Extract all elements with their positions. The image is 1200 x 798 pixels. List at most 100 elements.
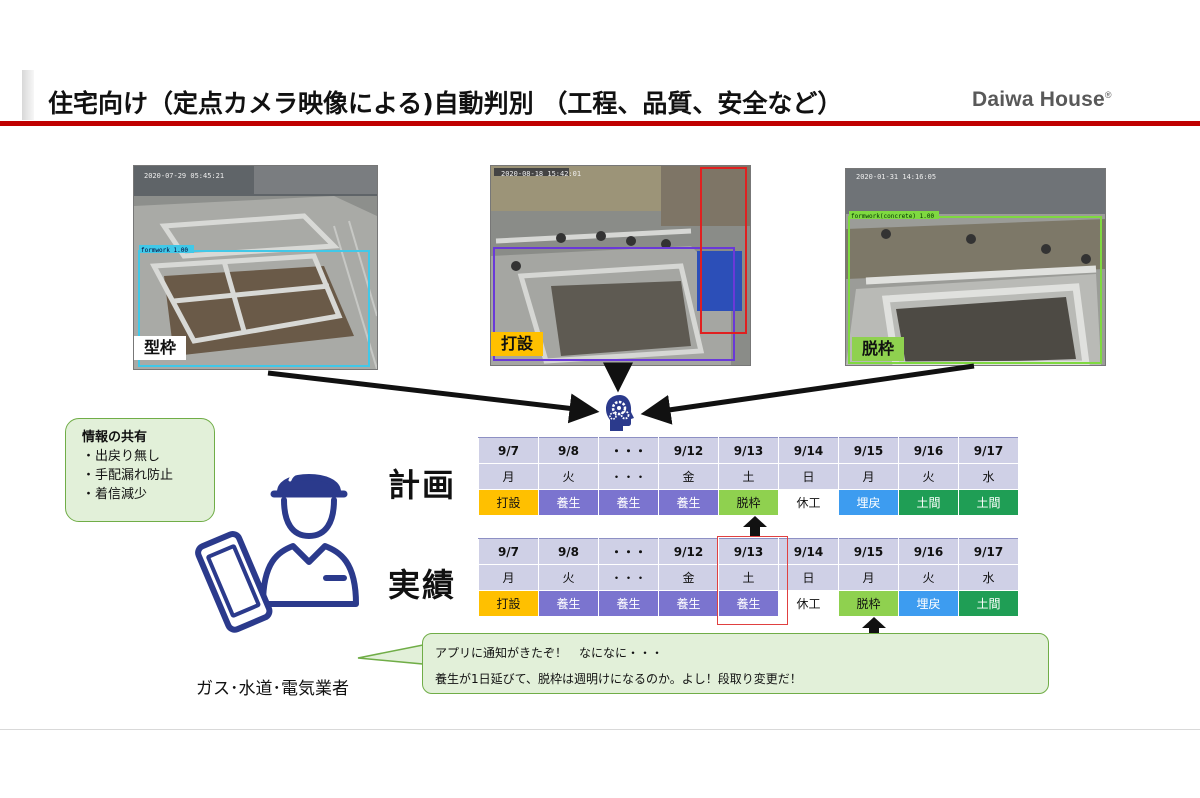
slide-title: 住宅向け（定点カメラ映像による)自動判別 （工程、品質、安全など） xyxy=(48,89,843,118)
weekday-cell: 火 xyxy=(538,564,599,591)
stage-cell: 休工 xyxy=(778,489,839,516)
date-cell: 9/14 xyxy=(778,437,839,464)
date-cell: 9/8 xyxy=(538,538,599,565)
delay-highlight-frame xyxy=(717,536,788,625)
timestamp-formwork: 2020-07-29 05:45:21 xyxy=(144,172,224,180)
stage-cell: 養生 xyxy=(598,489,659,516)
weekday-cell: 金 xyxy=(658,463,719,490)
stage-cell: 土間 xyxy=(958,489,1019,516)
registered-mark: ® xyxy=(1104,90,1112,100)
date-cell: 9/15 xyxy=(838,437,899,464)
brain-gear-icon xyxy=(606,395,634,431)
stage-cell: 休工 xyxy=(778,590,839,617)
plan-label: 計画 xyxy=(388,466,457,504)
date-cell: 9/13 xyxy=(718,538,779,565)
weekday-cell: 金 xyxy=(658,564,719,591)
actual-label: 実績 xyxy=(388,566,457,604)
info-box-title: 情報の共有 xyxy=(82,430,148,445)
weekday-cell: 日 xyxy=(778,564,839,591)
timestamp-pouring: 2020-08-18 15:42:01 xyxy=(501,170,581,178)
photo-label-removal: 脱枠 xyxy=(852,337,905,361)
brand-name: Daiwa House xyxy=(972,88,1105,111)
stage-cell: 養生 xyxy=(658,590,719,617)
arrow-up-plan-datsuwaku xyxy=(743,516,767,537)
date-row: 9/7 9/8 ・・・ 9/12 9/13 9/14 9/15 9/16 9/1… xyxy=(478,437,1019,464)
arrow-formwork-to-ai xyxy=(267,370,600,424)
plan-schedule-table: 9/7 9/8 ・・・ 9/12 9/13 9/14 9/15 9/16 9/1… xyxy=(478,437,1019,516)
speech-bubble-tail xyxy=(357,644,424,665)
date-cell: ・・・ xyxy=(598,538,659,565)
stage-row: 打設 養生 養生 養生 脱枠 休工 埋戻 土間 土間 xyxy=(478,489,1019,516)
header-accent-bar xyxy=(22,70,34,120)
date-cell: 9/17 xyxy=(958,538,1019,565)
weekday-cell: 土 xyxy=(718,463,779,490)
stage-cell: 土間 xyxy=(898,489,959,516)
photo-pouring-scene: 2020-08-18 15:42:01 xyxy=(491,166,750,365)
weekday-cell: 月 xyxy=(838,463,899,490)
footer-rule xyxy=(0,729,1200,730)
stage-cell: 埋戻 xyxy=(898,590,959,617)
date-row: 9/7 9/8 ・・・ 9/12 9/13 9/14 9/15 9/16 9/1… xyxy=(478,538,1019,565)
date-cell: 9/7 xyxy=(478,437,539,464)
timestamp-removal: 2020-01-31 14:16:05 xyxy=(856,173,936,181)
contractor-label: ガス･水道･電気業者 xyxy=(196,679,349,699)
brand-logo: Daiwa House® xyxy=(972,88,1112,112)
info-sharing-box: 情報の共有 ・出戻り無し ・手配漏れ防止 ・着信減少 xyxy=(65,418,215,522)
weekday-cell: 月 xyxy=(478,463,539,490)
stage-cell: 埋戻 xyxy=(838,489,899,516)
stage-cell: 養生 xyxy=(538,489,599,516)
speech-bubble: アプリに通知がきたぞ！ なになに・・・ 養生が1日延びて、脱枠は週明けになるのか… xyxy=(422,633,1049,694)
weekday-cell: 火 xyxy=(898,463,959,490)
weekday-cell: 土 xyxy=(718,564,779,591)
stage-cell: 養生 xyxy=(658,489,719,516)
date-cell: 9/16 xyxy=(898,437,959,464)
weekday-cell: 日 xyxy=(778,463,839,490)
speech-line-2: 養生が1日延びて、脱枠は週明けになるのか。よし！段取り変更だ！ xyxy=(435,672,802,686)
weekday-cell: 水 xyxy=(958,564,1019,591)
camera-photo-pouring: 2020-08-18 15:42:01 打設 xyxy=(490,165,751,366)
weekday-cell: 水 xyxy=(958,463,1019,490)
weekday-row: 月 火 ・・・ 金 土 日 月 火 水 xyxy=(478,564,1019,591)
date-cell: 9/8 xyxy=(538,437,599,464)
stage-cell: 養生 xyxy=(598,590,659,617)
info-item: ・手配漏れ防止 xyxy=(82,468,174,483)
date-cell: 9/13 xyxy=(718,437,779,464)
header-rule xyxy=(0,121,1200,126)
date-cell: 9/12 xyxy=(658,538,719,565)
weekday-cell: ・・・ xyxy=(598,463,659,490)
date-cell: ・・・ xyxy=(598,437,659,464)
photo-label-formwork: 型枠 xyxy=(134,336,187,360)
photo-removal-scene: formwork(concrete) 1.00 2020-01-31 14:16… xyxy=(846,169,1105,365)
date-cell: 9/7 xyxy=(478,538,539,565)
worker-illustration xyxy=(195,468,359,633)
weekday-cell: ・・・ xyxy=(598,564,659,591)
detection-label-formwork: formwork 1.00 xyxy=(141,247,188,254)
weekday-cell: 火 xyxy=(898,564,959,591)
arrow-removal-to-ai xyxy=(640,363,975,425)
arrow-up-actual-datsuwaku xyxy=(862,617,886,638)
weekday-cell: 火 xyxy=(538,463,599,490)
stage-cell: 養生 xyxy=(538,590,599,617)
photo-formwork-scene: formwork 1.00 2020-07-29 05:45:21 xyxy=(134,166,377,369)
stage-cell: 養生 xyxy=(718,590,779,617)
date-cell: 9/16 xyxy=(898,538,959,565)
date-cell: 9/15 xyxy=(838,538,899,565)
camera-photo-removal: formwork(concrete) 1.00 2020-01-31 14:16… xyxy=(845,168,1106,366)
actual-schedule-table: 9/7 9/8 ・・・ 9/12 9/13 9/14 9/15 9/16 9/1… xyxy=(478,538,1019,617)
stage-cell: 打設 xyxy=(478,489,539,516)
stage-cell: 脱枠 xyxy=(838,590,899,617)
detection-label-removal: formwork(concrete) 1.00 xyxy=(851,213,934,220)
stage-row: 打設 養生 養生 養生 養生 休工 脱枠 埋戻 土間 xyxy=(478,590,1019,617)
stage-cell: 土間 xyxy=(958,590,1019,617)
stage-cell: 脱枠 xyxy=(718,489,779,516)
weekday-row: 月 火 ・・・ 金 土 日 月 火 水 xyxy=(478,463,1019,490)
photo-label-pouring: 打設 xyxy=(491,332,544,356)
date-cell: 9/12 xyxy=(658,437,719,464)
info-item: ・出戻り無し xyxy=(82,449,161,464)
weekday-cell: 月 xyxy=(838,564,899,591)
stage-cell: 打設 xyxy=(478,590,539,617)
speech-line-1: アプリに通知がきたぞ！ なになに・・・ xyxy=(435,646,664,660)
date-cell: 9/17 xyxy=(958,437,1019,464)
weekday-cell: 月 xyxy=(478,564,539,591)
